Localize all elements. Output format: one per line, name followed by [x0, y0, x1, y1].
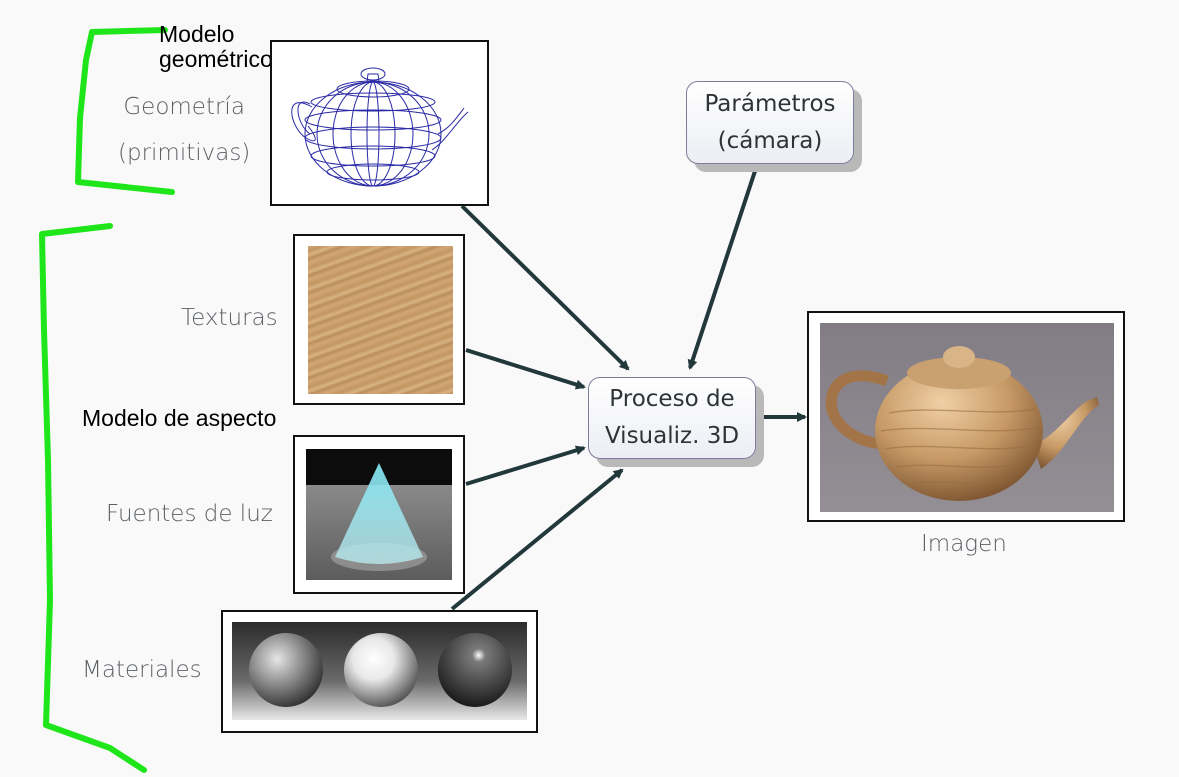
diffuse-sphere: [249, 633, 323, 707]
camera-node-line-1: Parámetros: [704, 91, 836, 117]
rendered-teapot-drawing: [820, 323, 1114, 512]
wireframe-teapot-drawing: [291, 67, 469, 187]
rendered-teapot-image: [807, 311, 1125, 522]
light-source-image: [293, 435, 465, 594]
camera-node-line-2: (cámara): [717, 128, 823, 154]
arrow-materials-to-process: [450, 468, 624, 611]
wireframe-teapot-image: [270, 40, 489, 206]
arrow-camera-to-process: [687, 167, 758, 370]
arrow-lights-to-process: [465, 445, 586, 486]
arrow-geometry-to-process: [460, 204, 630, 371]
wood-texture-image: [293, 234, 465, 405]
metallic-sphere: [438, 633, 512, 707]
light-cone-drawing: [306, 449, 452, 580]
appearance-model-annotation: Modelo de aspecto: [82, 405, 277, 431]
arrow-textures-to-process: [465, 348, 586, 390]
annotation-line-2: geométrico: [159, 46, 273, 72]
spheres-drawing: [232, 622, 527, 720]
geometric-model-bracket: [75, 27, 175, 195]
lights-label: Fuentes de luz: [106, 501, 273, 527]
camera-parameters-node: Parámetros (cámara): [686, 81, 854, 164]
image-label: Imagen: [921, 531, 1007, 557]
geometry-label: Geometría (primitivas): [118, 84, 250, 176]
wood-texture-swatch: [308, 246, 453, 394]
geometry-label-line-1: Geometría: [123, 94, 245, 120]
process-node-line-2: Visualiz. 3D: [604, 423, 740, 449]
render-process-node: Proceso de Visualiz. 3D: [588, 377, 756, 459]
appearance-model-bracket: [39, 223, 147, 773]
glossy-sphere: [344, 633, 418, 707]
textures-label: Texturas: [181, 305, 278, 331]
materials-spheres-image: [221, 610, 538, 733]
materials-label: Materiales: [82, 657, 202, 683]
annotation-line-1: Modelo: [159, 21, 235, 47]
geometry-label-line-2: (primitivas): [118, 140, 251, 166]
process-node-line-1: Proceso de: [609, 386, 735, 412]
geometric-model-annotation: Modelo geométrico: [159, 22, 273, 72]
